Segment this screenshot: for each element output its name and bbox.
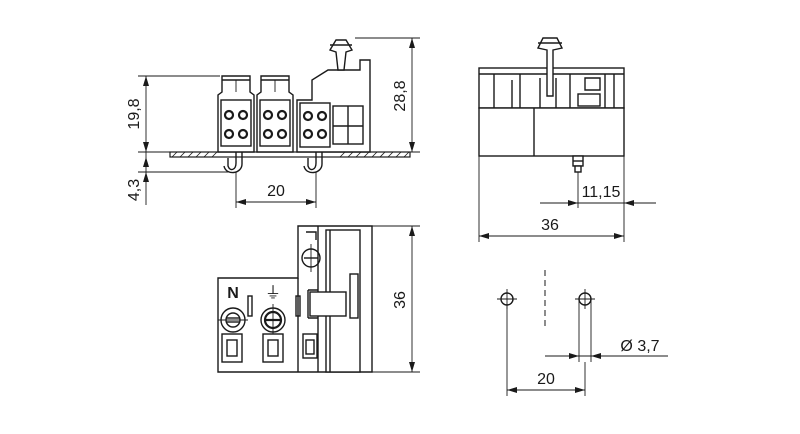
top-view: N ⏚ 36 (217, 225, 420, 373)
dim-hole-diameter: Ø 3,7 (620, 338, 659, 355)
plate-hatch (171, 151, 410, 158)
earth-marking: ⏚ (265, 284, 281, 302)
dim-front-width: 36 (541, 217, 559, 234)
mounting-hook-right (303, 152, 323, 174)
mounting-hook-left (223, 152, 243, 174)
dim-footprint-pitch: 20 (537, 371, 555, 388)
dim-side-height: 19,8 (126, 98, 143, 129)
neutral-marking: N (227, 285, 239, 302)
dim-total-height: 28,8 (392, 80, 409, 111)
terminal-block-1 (217, 75, 255, 153)
dim-pin-length: 4,3 (126, 179, 143, 201)
mounting-footprint: Ø 3,7 20 (497, 270, 668, 396)
front-view: 11,15 36 (478, 37, 656, 242)
dim-top-width: 36 (392, 291, 409, 309)
dim-pin-offset: 11,15 (582, 184, 621, 201)
terminal-block-3 (296, 39, 371, 153)
side-view: 19,8 4,3 28,8 20 (126, 37, 420, 208)
terminal-block-2 (256, 75, 294, 153)
dim-side-pitch: 20 (267, 183, 285, 200)
